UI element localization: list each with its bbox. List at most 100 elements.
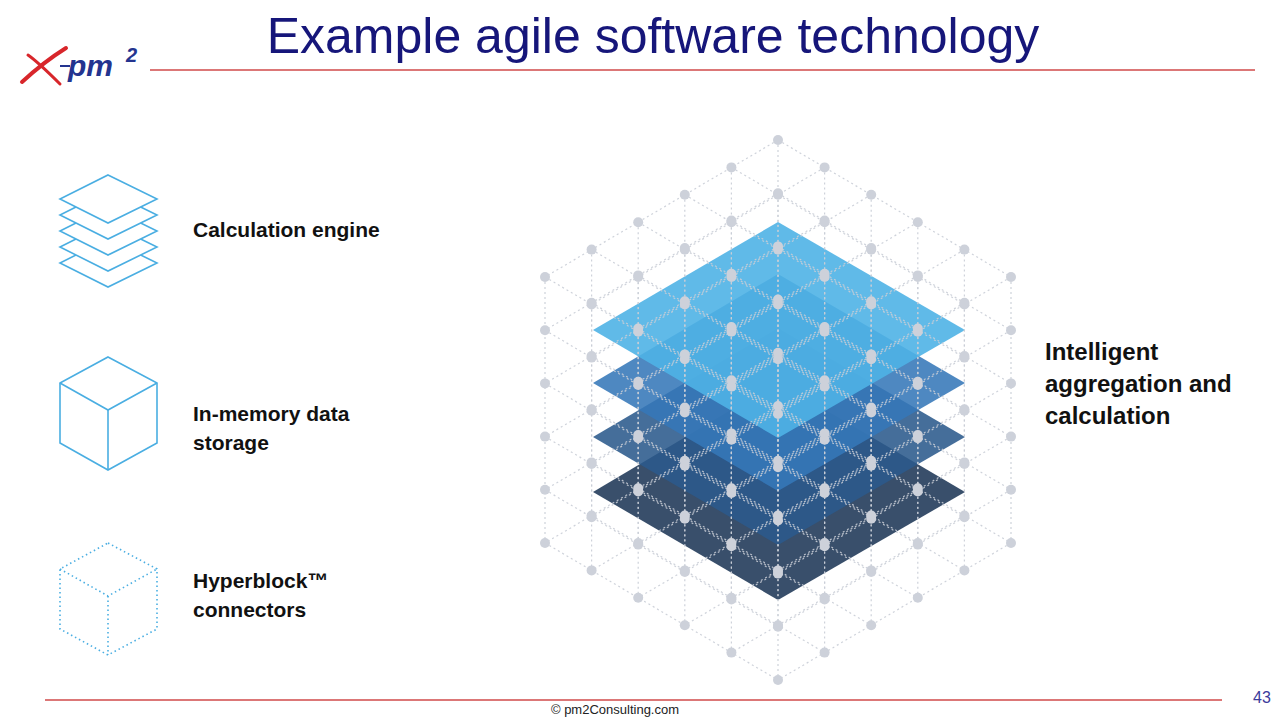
lattice-line xyxy=(731,462,964,599)
lattice-dot xyxy=(726,594,736,604)
lattice-dot xyxy=(633,272,643,282)
lattice-dot xyxy=(726,648,736,658)
title-rule xyxy=(150,69,1255,71)
lattice-line xyxy=(731,167,964,304)
lattice-dot xyxy=(773,462,783,472)
lattice-line xyxy=(731,303,964,440)
lattice-dot xyxy=(726,327,736,337)
lattice-dot xyxy=(773,245,783,255)
lattice-line xyxy=(685,488,918,625)
lattice-dot xyxy=(773,299,783,309)
lattice-dot xyxy=(680,299,690,309)
lattice-dot xyxy=(773,135,783,145)
lattice-dot xyxy=(1006,432,1016,442)
lattice-line xyxy=(638,301,871,438)
logo-text: pm xyxy=(68,48,113,84)
lattice-dot xyxy=(540,485,550,495)
lattice-line xyxy=(638,332,639,598)
lattice-line xyxy=(638,275,871,412)
lattice-dot xyxy=(913,540,923,550)
lattice-dot xyxy=(680,190,690,200)
logo-mark xyxy=(22,48,70,84)
lattice-line xyxy=(871,359,872,625)
cube-edge xyxy=(60,569,157,596)
logo-superscript: 2 xyxy=(126,43,137,67)
lattice-line xyxy=(545,383,778,520)
cube-edge xyxy=(60,383,157,410)
lattice-dot xyxy=(540,272,550,282)
lattice-dot xyxy=(866,354,876,364)
lattice-dot xyxy=(773,622,783,632)
lattice-line xyxy=(592,356,825,493)
lattice-line xyxy=(638,382,871,519)
lattice-dot xyxy=(820,382,830,392)
lattice-line xyxy=(777,414,778,680)
lattice-dot xyxy=(633,486,643,496)
lattice-dot xyxy=(587,299,597,309)
cube-outline xyxy=(60,543,157,655)
lattice-line xyxy=(685,461,918,598)
lattice-dot xyxy=(726,162,736,172)
cube-lattice xyxy=(540,135,1016,685)
lattice-dot xyxy=(820,272,830,282)
lattice-dot xyxy=(633,540,643,550)
lattice-line xyxy=(778,140,1011,277)
lattice-line xyxy=(685,222,918,359)
lattice-line xyxy=(824,387,825,653)
lattice-dot xyxy=(913,593,923,603)
lattice-dot xyxy=(587,353,597,363)
lattice-line xyxy=(964,304,965,570)
lattice-dot xyxy=(866,620,876,630)
lattice-line xyxy=(592,462,825,599)
data-layer xyxy=(593,222,965,438)
lattice-dot xyxy=(540,325,550,335)
lattice-line xyxy=(778,490,1011,627)
lattice-line xyxy=(545,353,778,490)
lattice-line xyxy=(545,543,778,680)
lattice-dot xyxy=(913,486,923,496)
lattice-line xyxy=(778,406,1011,543)
lattice-dot xyxy=(680,354,690,364)
lattice-line xyxy=(731,387,732,653)
lattice-dot xyxy=(959,459,969,469)
lattice-line xyxy=(731,274,964,411)
lattice-line xyxy=(778,437,1011,574)
lattice-dot xyxy=(913,380,923,390)
lattice-dot xyxy=(587,512,597,522)
lattice-dot xyxy=(726,541,736,551)
lattice-dot xyxy=(820,162,830,172)
lattice-dot xyxy=(866,461,876,471)
lattice-line xyxy=(731,250,964,387)
lattice-dot xyxy=(726,217,736,227)
lattice-dot xyxy=(587,245,597,255)
layer-outline xyxy=(60,175,157,223)
lattice-line xyxy=(591,304,592,570)
lattice-line xyxy=(731,327,964,464)
lattice-dot xyxy=(1006,272,1016,282)
lattice-dot xyxy=(587,459,597,469)
lattice-dot xyxy=(820,648,830,658)
lattice-dot xyxy=(633,593,643,603)
lattice-dot xyxy=(866,299,876,309)
lattice-dot xyxy=(866,514,876,524)
lattice-dot xyxy=(820,327,830,337)
lattice-line xyxy=(638,435,871,572)
lattice-dot xyxy=(959,353,969,363)
lattice-dot xyxy=(1006,325,1016,335)
lattice-dot xyxy=(820,217,830,227)
lattice-line xyxy=(917,332,918,598)
lattice-line xyxy=(545,330,778,467)
lattice-line xyxy=(778,543,1011,680)
lattice-line xyxy=(592,433,825,570)
lattice-line xyxy=(638,248,871,385)
lattice-line xyxy=(545,490,778,627)
lattice-dot xyxy=(773,409,783,419)
data-layers xyxy=(593,222,965,600)
lattice-dot xyxy=(820,488,830,498)
lattice-line xyxy=(685,382,918,519)
lattice-dot xyxy=(913,272,923,282)
lattice-dot xyxy=(680,567,690,577)
lattice-line xyxy=(778,246,1011,383)
